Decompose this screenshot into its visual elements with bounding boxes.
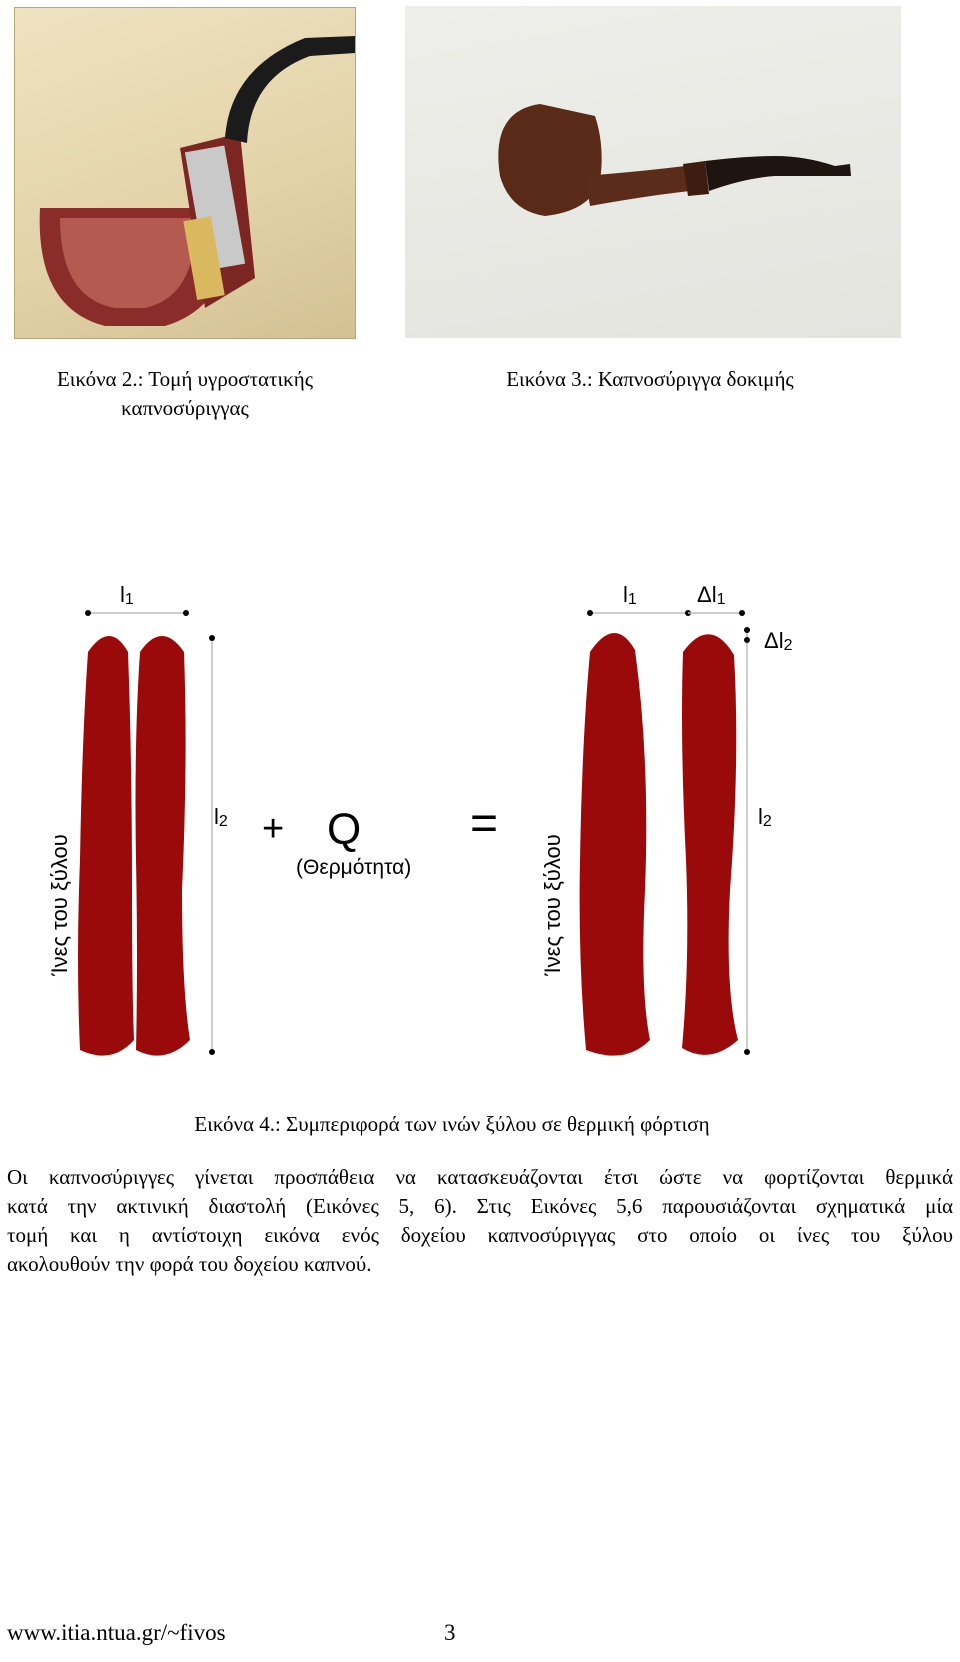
left-fiber-1: [78, 636, 134, 1056]
pipe-section-illustration: [39, 36, 355, 326]
figure-2-caption: Εικόνα 2.: Τομή υγροστατικής καπνοσύριγγ…: [20, 365, 350, 423]
right-l2-label: l2: [758, 804, 772, 830]
equals-sign: =: [470, 797, 499, 850]
test-pipe-photo: [405, 6, 901, 338]
left-l1-label: l1: [120, 582, 134, 608]
right-fiber-2: [682, 634, 738, 1055]
figure-3-caption-text: Εικόνα 3.: Καπνοσύριγγα δοκιμής: [506, 367, 794, 391]
pipe-section-photo: [14, 7, 356, 339]
figure-2-caption-line2: καπνοσύριγγας: [121, 396, 249, 420]
test-pipe-illustration: [498, 104, 851, 216]
left-fiber-label: Ίνες του ξύλου: [47, 834, 72, 976]
right-fiber-label: Ίνες του ξύλου: [540, 834, 565, 976]
right-fiber-1: [579, 632, 650, 1056]
paragraph-line: τομή και η αντίστοιχη εικόνα ενός δοχείο…: [7, 1223, 953, 1247]
thermal-expansion-diagram: [78, 610, 750, 1056]
left-fiber-2: [135, 636, 190, 1056]
right-dl1-label: Δl1: [697, 582, 726, 608]
figure-2-caption-line1: Εικόνα 2.: Τομή υγροστατικής: [56, 367, 314, 391]
heat-label: (Θερμότητα): [296, 856, 412, 879]
footer-url-link[interactable]: www.itia.ntua.gr/~fivos: [7, 1620, 226, 1645]
page-number: 3: [444, 1620, 456, 1645]
figure-4-caption: Εικόνα 4.: Συμπεριφορά των ινών ξύλου σε…: [194, 1112, 710, 1136]
right-dl2-label: Δl2: [764, 628, 793, 654]
right-l1-label: l1: [623, 582, 637, 608]
plus-sign: +: [262, 808, 285, 850]
left-l2-label: l2: [214, 804, 228, 830]
heat-q-symbol: Q: [327, 805, 362, 854]
body-paragraph: Οι καπνοσύριγγες γίνεται προσπάθεια να κ…: [7, 1163, 953, 1279]
figure-3-caption: Εικόνα 3.: Καπνοσύριγγα δοκιμής: [460, 365, 840, 394]
paragraph-line: κατά την ακτινική διαστολή (Εικόνες 5, 6…: [7, 1194, 953, 1218]
paragraph-line: Οι καπνοσύριγγες γίνεται προσπάθεια να κ…: [7, 1165, 953, 1189]
paragraph-line: ακολουθούν την φορά του δοχείου καπνού.: [7, 1252, 372, 1276]
